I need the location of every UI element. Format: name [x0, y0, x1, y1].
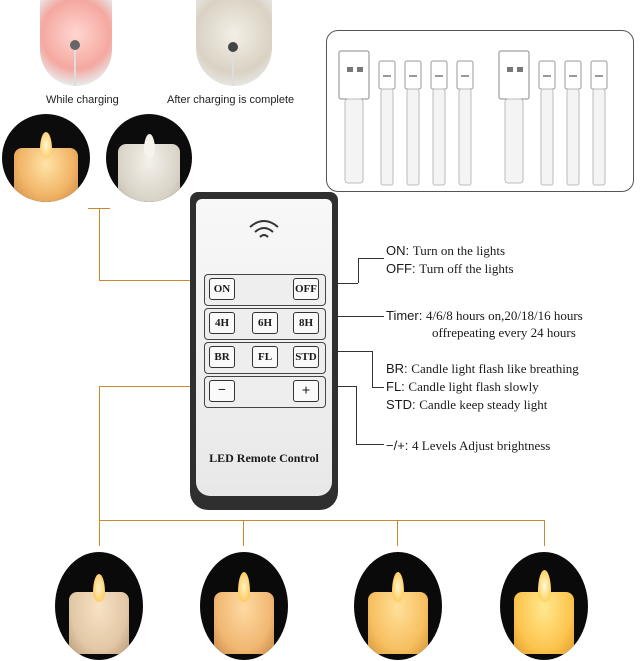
annotation-text: Turn on the lights — [412, 243, 506, 258]
annotation-timer: Timer: 4/6/8 hours on,20/18/16 hours — [386, 307, 583, 325]
while-charging-label: While charging — [46, 94, 119, 106]
timer-6h-button[interactable]: 6H — [252, 312, 278, 334]
brightness-key-row: − + — [204, 376, 326, 408]
mode-key-row: BR FL STD — [204, 342, 326, 374]
annotation-fl: FL: Candle light flash slowly — [386, 378, 539, 396]
after-charging-photo — [196, 0, 272, 86]
flame-icon — [93, 574, 105, 602]
annotation-key: Timer: — [386, 308, 423, 323]
candle-brightness-level-2 — [200, 552, 288, 660]
remote-face: ON OFF 4H 6H 8H BR FL STD − + LED Remote… — [196, 199, 332, 496]
annotation-key: FL: — [386, 379, 405, 394]
flame-icon — [392, 572, 404, 602]
annotation-text: offrepeating every 24 hours — [432, 325, 576, 340]
remote-label: LED Remote Control — [209, 451, 319, 465]
candle-brightness-level-3 — [354, 552, 442, 660]
brightness-down-button[interactable]: − — [209, 380, 235, 402]
wireless-signal-icon — [249, 220, 279, 238]
flame-icon — [238, 572, 250, 602]
flame-icon — [40, 132, 52, 158]
br-mode-button[interactable]: BR — [209, 346, 235, 368]
annotation-key: ON: — [386, 243, 410, 258]
annotation-key: OFF: — [386, 261, 416, 276]
off-button[interactable]: OFF — [293, 278, 319, 300]
usb-cable-icon — [338, 50, 608, 186]
annotation-timer-cont: offrepeating every 24 hours — [432, 324, 576, 342]
annotation-text: Candle light flash like breathing — [411, 361, 579, 376]
power-key-row: ON OFF — [204, 274, 326, 306]
annotation-key: BR: — [386, 361, 408, 376]
remote-control: ON OFF 4H 6H 8H BR FL STD − + LED Remote… — [190, 192, 338, 510]
brightness-up-button[interactable]: + — [293, 380, 319, 402]
annotation-text: Turn off the lights — [419, 261, 514, 276]
annotation-std: STD: Candle keep steady light — [386, 396, 547, 414]
timer-8h-button[interactable]: 8H — [293, 312, 319, 334]
flame-icon — [538, 570, 551, 602]
usb-cables-photo — [326, 30, 634, 192]
timer-4h-button[interactable]: 4H — [209, 312, 235, 334]
candle-brightness-level-4 — [500, 552, 588, 660]
annotation-text: 4 Levels Adjust brightness — [412, 438, 551, 453]
while-charging-photo — [40, 0, 112, 86]
annotation-text: Candle keep steady light — [419, 397, 548, 412]
annotation-on: ON: Turn on the lights — [386, 242, 505, 260]
timer-key-row: 4H 6H 8H — [204, 308, 326, 340]
candle-lit-photo — [2, 114, 90, 202]
annotation-brightness: −/+: 4 Levels Adjust brightness — [386, 437, 550, 455]
annotation-off: OFF: Turn off the lights — [386, 260, 514, 278]
annotation-key: STD: — [386, 397, 416, 412]
candle-brightness-level-1 — [55, 552, 143, 660]
annotation-key: −/+: — [386, 438, 409, 453]
candle-unlit-photo — [106, 114, 192, 202]
std-mode-button[interactable]: STD — [293, 346, 319, 368]
after-charging-label: After charging is complete — [167, 94, 295, 106]
on-button[interactable]: ON — [209, 278, 235, 300]
fl-mode-button[interactable]: FL — [252, 346, 278, 368]
annotation-text: Candle light flash slowly — [408, 379, 539, 394]
annotation-text: 4/6/8 hours on,20/18/16 hours — [425, 308, 583, 323]
annotation-br: BR: Candle light flash like breathing — [386, 360, 579, 378]
flame-icon — [144, 134, 155, 158]
